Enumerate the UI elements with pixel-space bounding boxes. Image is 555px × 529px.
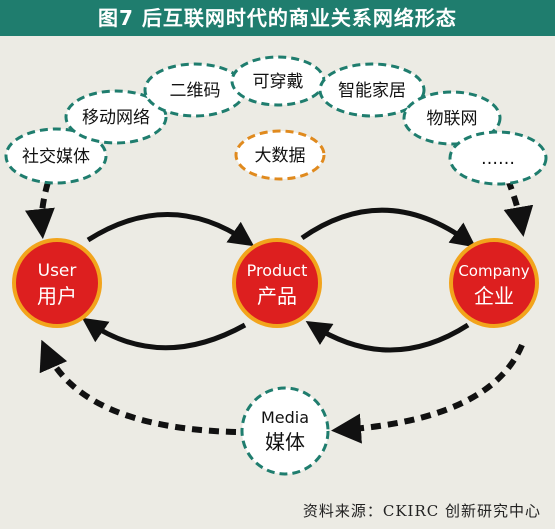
node-product: Product 产品 bbox=[232, 238, 322, 328]
device-qr-code: 二维码 bbox=[143, 62, 247, 118]
media-en: Media bbox=[261, 408, 309, 427]
arrow-company-to-media bbox=[331, 343, 525, 444]
node-product-en: Product bbox=[247, 261, 308, 280]
device-social-media: 社交媒体 bbox=[4, 127, 108, 185]
node-product-zh: 产品 bbox=[257, 284, 297, 308]
device-label: 智能家居 bbox=[338, 81, 406, 101]
arrow-social-to-user bbox=[24, 181, 55, 239]
device-iot: 物联网 bbox=[402, 90, 502, 146]
node-company-en: Company bbox=[458, 262, 529, 280]
node-user-zh: 用户 bbox=[37, 284, 77, 308]
device-label: 物联网 bbox=[427, 109, 478, 129]
arrow-user-to-product bbox=[86, 212, 255, 247]
device-more: …… bbox=[448, 130, 548, 186]
media-ellipse: Media 媒体 bbox=[240, 386, 330, 476]
node-company-zh: 企业 bbox=[474, 284, 514, 308]
device-label: 移动网络 bbox=[82, 108, 150, 128]
arrow-product-to-user bbox=[81, 317, 247, 351]
node-company: Company 企业 bbox=[449, 238, 539, 328]
arrow-product-to-company bbox=[300, 207, 477, 248]
arrow-media-to-user bbox=[39, 339, 237, 435]
arrow-iot-to-company bbox=[503, 178, 534, 237]
device-label: 可穿戴 bbox=[253, 72, 304, 92]
device-label: 二维码 bbox=[170, 81, 221, 101]
device-smart-home: 智能家居 bbox=[318, 62, 426, 118]
bigdata-ellipse: 大数据 bbox=[234, 129, 326, 181]
bigdata-label: 大数据 bbox=[255, 146, 306, 166]
device-mobile-network: 移动网络 bbox=[64, 89, 168, 145]
media-zh: 媒体 bbox=[265, 430, 305, 454]
device-label: 社交媒体 bbox=[22, 147, 90, 167]
device-label: …… bbox=[481, 149, 515, 169]
node-user: User 用户 bbox=[12, 238, 102, 328]
figure-title: 图7 后互联网时代的商业关系网络形态 bbox=[98, 6, 457, 30]
node-user-en: User bbox=[38, 261, 77, 281]
title-bar bbox=[0, 0, 555, 36]
arrow-company-to-product bbox=[305, 320, 470, 353]
source-note: 资料来源：CKIRC 创新研究中心 bbox=[302, 502, 541, 520]
device-wearable: 可穿戴 bbox=[230, 55, 326, 107]
